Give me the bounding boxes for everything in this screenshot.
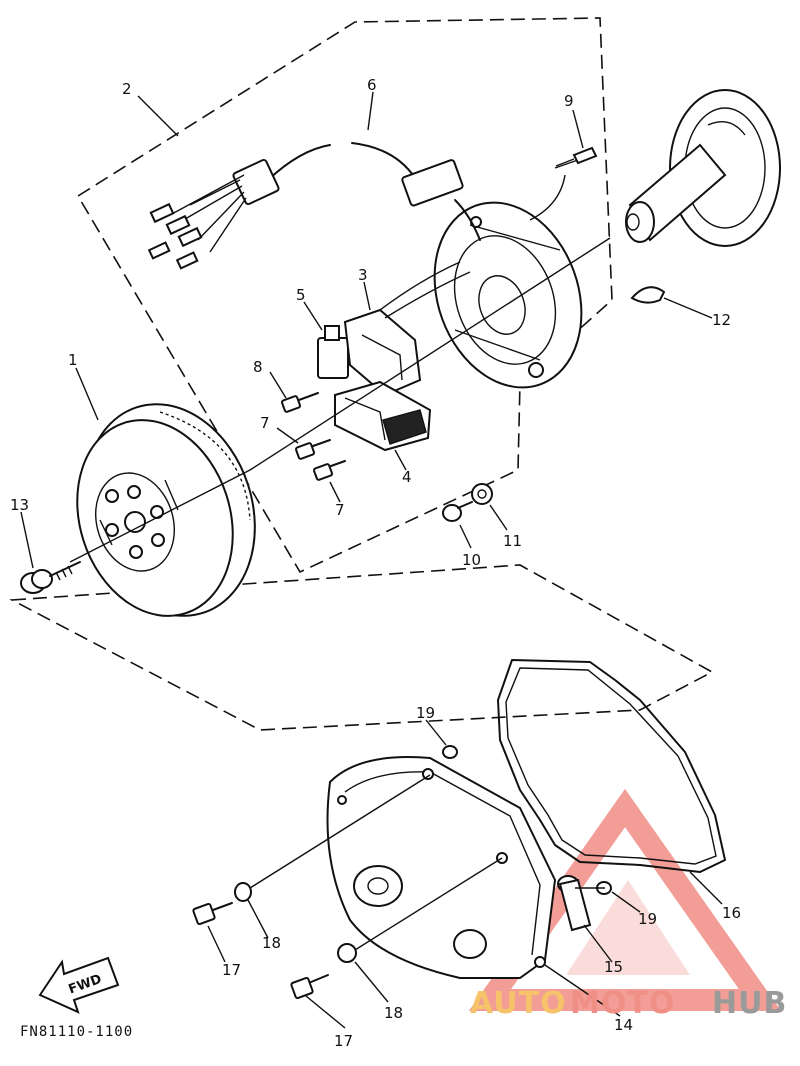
watermark-logo bbox=[468, 788, 782, 1011]
crankshaft-end bbox=[625, 89, 781, 247]
watermark-hub: HUB bbox=[712, 986, 787, 1021]
washer-11 bbox=[471, 483, 493, 505]
cover-washer-lower bbox=[337, 943, 357, 963]
callout-13: 13 bbox=[10, 496, 29, 514]
callout-17-upper: 17 bbox=[222, 961, 241, 979]
callout-leaders bbox=[20, 91, 723, 1029]
cover-gasket-inner bbox=[505, 667, 717, 865]
callout-12: 12 bbox=[712, 311, 731, 329]
callout-5: 5 bbox=[296, 286, 306, 304]
callout-18-upper: 18 bbox=[262, 934, 281, 952]
charge-coil bbox=[343, 261, 471, 397]
callout-4: 4 bbox=[402, 468, 412, 486]
callout-18-lower: 18 bbox=[384, 1004, 403, 1022]
callout-8: 8 bbox=[253, 358, 263, 376]
cover-alignment-lines bbox=[249, 774, 605, 951]
callout-19-upper: 19 bbox=[416, 704, 435, 722]
callout-11: 11 bbox=[503, 532, 522, 550]
stator-base-plate bbox=[433, 201, 583, 389]
callout-3: 3 bbox=[358, 266, 368, 284]
wire-harness bbox=[147, 142, 579, 270]
flywheel-bolt bbox=[20, 561, 81, 594]
callout-7-lower: 7 bbox=[335, 501, 345, 519]
woodruff-key bbox=[630, 286, 666, 304]
drawing-code: FN81110-1100 bbox=[20, 1024, 133, 1040]
callout-17-lower: 17 bbox=[334, 1032, 353, 1050]
lighting-coil bbox=[334, 380, 432, 452]
bolt-10 bbox=[442, 501, 473, 522]
ground-bolt bbox=[555, 146, 598, 167]
callout-9: 9 bbox=[564, 92, 574, 110]
callout-1: 1 bbox=[68, 351, 78, 369]
callout-14: 14 bbox=[614, 1016, 633, 1034]
cover-plug-15 bbox=[557, 875, 592, 932]
flywheel-rotor bbox=[76, 403, 256, 617]
cover-washer-upper bbox=[234, 882, 252, 902]
stator-screw-8 bbox=[280, 392, 319, 413]
callout-labels: 2 6 9 3 5 12 1 8 7 4 7 13 10 11 19 16 19… bbox=[10, 76, 741, 1050]
watermark-wordmark: AUTO MOTO HUB bbox=[470, 986, 787, 1021]
assembly-boundary-lower bbox=[9, 564, 714, 731]
magneto-cover bbox=[326, 756, 557, 979]
callout-2: 2 bbox=[122, 80, 132, 98]
callout-15: 15 bbox=[604, 958, 623, 976]
watermark-auto: AUTO bbox=[470, 986, 567, 1021]
cover-bolt-upper bbox=[192, 902, 233, 926]
cover-bolt-lower bbox=[290, 974, 329, 1000]
dowel-pin-upper bbox=[442, 745, 458, 759]
watermark-moto: MOTO bbox=[570, 986, 675, 1021]
forward-direction-arrow: FWD bbox=[38, 956, 120, 1014]
callout-7-upper: 7 bbox=[260, 414, 270, 432]
stator-screw-7-upper bbox=[294, 439, 331, 460]
callout-16: 16 bbox=[722, 904, 741, 922]
cover-gasket bbox=[497, 659, 726, 873]
callout-6: 6 bbox=[367, 76, 377, 94]
callout-10: 10 bbox=[462, 551, 481, 569]
callout-19-lower: 19 bbox=[638, 910, 657, 928]
center-axis-line bbox=[69, 237, 611, 563]
stator-screw-7-lower bbox=[312, 460, 346, 481]
